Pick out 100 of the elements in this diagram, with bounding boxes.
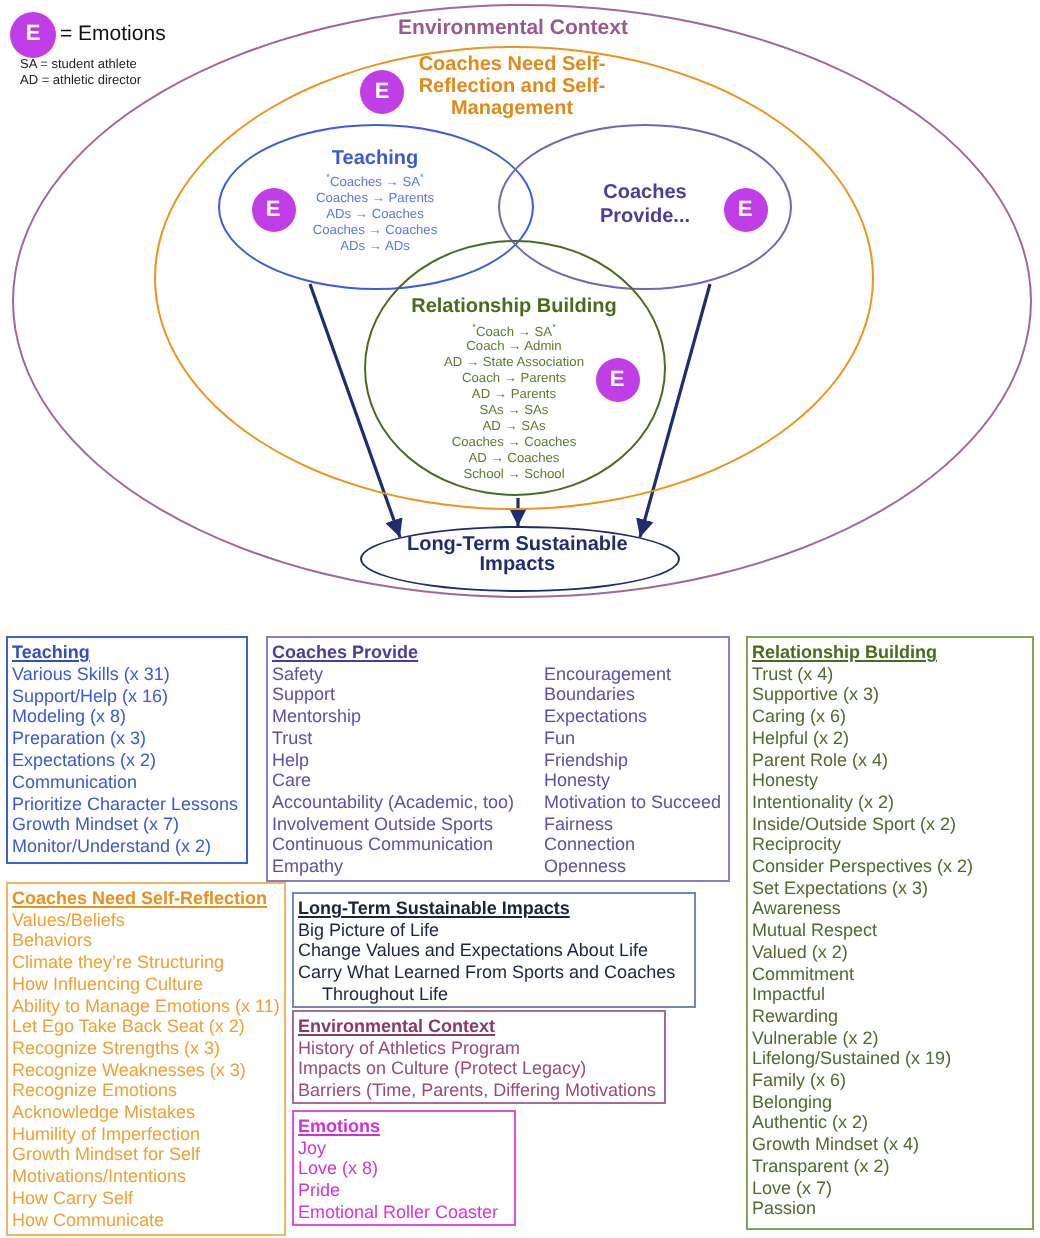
ellipse-title: Teaching xyxy=(331,147,419,171)
list-item: Trust xyxy=(272,727,313,750)
list-item: Growth Mindset (x 4) xyxy=(752,1134,920,1156)
list-item: Growth Mindset (x 7) xyxy=(12,814,180,837)
list-item: Prioritize Character Lessons xyxy=(12,793,239,815)
list-item: Preparation (x 3) xyxy=(12,728,147,750)
list-item: Connection xyxy=(544,834,636,857)
panel-heading: Coaches Provide xyxy=(272,642,419,664)
list-item: Various Skills (x 31) xyxy=(12,663,170,686)
ellipse-title: Long-Term Sustainable Impacts xyxy=(404,535,630,578)
list-item: Boundaries xyxy=(544,684,636,707)
list-item: Communication xyxy=(12,771,138,794)
list-item: Motivations/Intentions xyxy=(12,1166,187,1188)
ellipse-title: Relationship Building xyxy=(411,295,617,319)
list-item: Impacts on Culture (Protect Legacy) xyxy=(298,1058,587,1081)
venn-ellipse xyxy=(498,124,792,290)
list-item: Climate they’re Structuring xyxy=(12,952,225,974)
list-item: Family (x 6) xyxy=(752,1070,846,1092)
list-item: Commitment xyxy=(752,963,855,985)
ellipse-title: Coaches Need Self-Reflection and Self-Management xyxy=(416,54,608,120)
list-panel xyxy=(746,636,1034,1230)
list-item: Rewarding xyxy=(752,1005,839,1028)
list-item: Humility of Imperfection xyxy=(12,1123,201,1145)
list-item: Honesty xyxy=(544,770,611,792)
list-item: Caring (x 6) xyxy=(752,706,847,728)
emotion-circle: E xyxy=(595,357,639,401)
ellipse-title: Coaches Provide... xyxy=(597,181,692,229)
list-item: Inside/Outside Sport (x 2) xyxy=(752,813,957,835)
list-item: Joy xyxy=(298,1137,327,1159)
list-item: Behaviors xyxy=(12,930,93,953)
list-panel xyxy=(6,636,248,864)
list-item: Ability to Manage Emotions (x 11) xyxy=(12,995,280,1017)
list-item: Empathy xyxy=(272,856,344,878)
list-item: Authentic (x 2) xyxy=(752,1112,869,1135)
list-item: Honesty xyxy=(752,770,819,792)
list-item: Help xyxy=(272,749,310,771)
list-item: Monitor/Understand (x 2) xyxy=(12,836,212,858)
list-item: Love (x 8) xyxy=(298,1158,379,1181)
emotion-circle: E xyxy=(360,70,404,114)
panel-heading: Relationship Building xyxy=(752,642,937,664)
list-item: Consider Perspectives (x 2) xyxy=(752,856,974,878)
list-panel xyxy=(292,892,696,1008)
list-item: Trust (x 4) xyxy=(752,663,834,685)
list-item: Acknowledge Mistakes xyxy=(12,1102,196,1124)
list-item: Carry What Learned From Sports and Coaches Throughout Life xyxy=(298,962,678,1006)
panel-heading: Emotions xyxy=(298,1116,381,1138)
list-item: Fairness xyxy=(544,813,614,835)
venn-ellipse xyxy=(364,240,666,496)
list-item: Reciprocity xyxy=(752,834,842,857)
list-item: Motivation to Succeed xyxy=(544,791,722,814)
list-item: Support/Help (x 16) xyxy=(12,685,169,707)
list-item: Pride xyxy=(298,1180,341,1202)
list-item: Fun xyxy=(544,727,576,750)
arrow xyxy=(308,283,403,538)
legend-text: = Emotions xyxy=(60,22,166,46)
list-item: Encouragement xyxy=(544,663,672,685)
list-item: Expectations xyxy=(544,706,648,728)
list-item: Intentionality (x 2) xyxy=(752,791,895,814)
list-panel xyxy=(292,1010,666,1104)
list-item: Helpful (x 2) xyxy=(752,727,850,750)
list-item: Recognize Weaknesses (x 3) xyxy=(12,1059,246,1081)
list-item: Recognize Emotions xyxy=(12,1080,178,1103)
list-item: How Communicate xyxy=(12,1209,165,1231)
panel-heading: Teaching xyxy=(12,642,90,664)
panel-heading: Coaches Need Self-Reflection xyxy=(12,888,268,910)
list-item: Barriers (Time, Parents, Differing Motivations xyxy=(298,1080,657,1102)
list-panel xyxy=(292,1110,516,1226)
list-item: Care xyxy=(272,770,312,792)
panel-heading: Long-Term Sustainable Impacts xyxy=(298,898,570,920)
list-item: Awareness xyxy=(752,898,841,921)
list-panel xyxy=(6,882,286,1236)
ellipse-title: Environmental Context xyxy=(398,15,628,39)
list-item: Change Values and Expectations About Life xyxy=(298,940,648,963)
list-item: Emotional Roller Coaster xyxy=(298,1201,499,1224)
list-item: History of Athletics Program xyxy=(298,1037,521,1059)
list-item: Transparent (x 2) xyxy=(752,1155,890,1178)
list-panel xyxy=(266,636,730,882)
list-item: Valued (x 2) xyxy=(752,941,848,964)
list-item: Openness xyxy=(544,856,627,878)
list-item: Friendship xyxy=(544,749,629,771)
emotion-circle: E xyxy=(251,187,295,231)
venn-ellipse xyxy=(218,124,534,290)
emotion-circle: E xyxy=(723,187,767,231)
list-item: Parent Role (x 4) xyxy=(752,749,889,771)
list-item: Recognize Strengths (x 3) xyxy=(12,1037,221,1060)
inner-ellipse xyxy=(153,45,873,509)
outer-ellipse xyxy=(12,4,1032,598)
list-item: Impactful xyxy=(752,984,826,1006)
list-item: Let Ego Take Back Seat (x 2) xyxy=(12,1016,245,1038)
list-item: Safety xyxy=(272,663,324,685)
list-item: Big Picture of Life xyxy=(298,919,440,941)
list-item: Mentorship xyxy=(272,706,362,728)
list-item: Values/Beliefs xyxy=(12,909,125,931)
list-item: How Carry Self xyxy=(12,1187,134,1210)
list-item: Support xyxy=(272,684,336,707)
list-item: How Influencing Culture xyxy=(12,973,204,996)
list-item: Growth Mindset for Self xyxy=(12,1144,201,1167)
list-item: Love (x 7) xyxy=(752,1177,833,1199)
list-item: Continuous Communication xyxy=(272,834,494,857)
list-item: Vulnerable (x 2) xyxy=(752,1027,879,1049)
